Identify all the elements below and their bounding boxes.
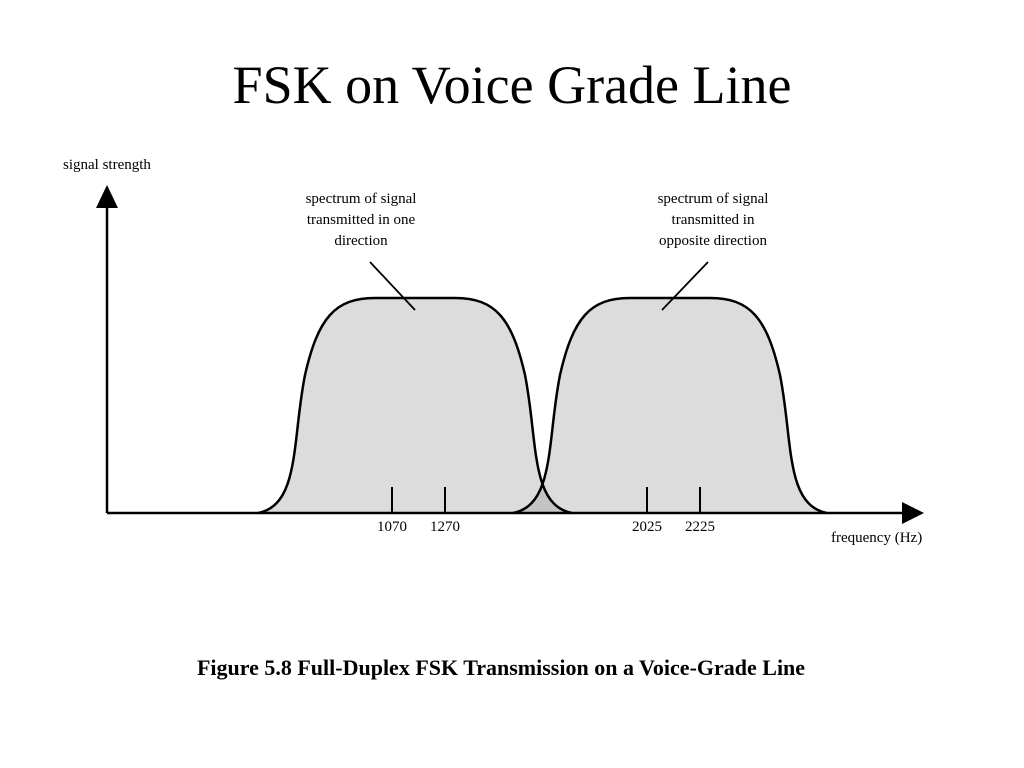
callout-right-line-3: opposite direction: [659, 233, 767, 249]
spectrum-right: [513, 298, 827, 513]
y-axis-arrow: [96, 185, 118, 208]
spectrum-right-outline: [512, 296, 828, 515]
spectrum-left-outline: [257, 296, 573, 515]
tick-label-1070: 1070: [377, 519, 407, 535]
x-axis-arrow: [902, 502, 924, 524]
callout-left-line-3: direction: [334, 233, 388, 249]
callout-right-line-1: spectrum of signal: [658, 191, 769, 207]
callout-left-leader: [369, 261, 416, 311]
callout-left-line-1: spectrum of signal: [306, 191, 417, 207]
x-axis-label: frequency (Hz): [831, 530, 922, 546]
callout-left-line-2: transmitted in one: [307, 212, 416, 228]
slide-title: FSK on Voice Grade Line: [232, 55, 792, 115]
tick-label-2225: 2225: [685, 519, 715, 535]
figure-caption: Figure 5.8 Full-Duplex FSK Transmission …: [196, 655, 806, 680]
tick-label-1270: 1270: [430, 519, 460, 535]
callout-right-leader: [661, 261, 709, 311]
callout-right-line-2: transmitted in: [672, 212, 755, 228]
spectrum-left: [258, 298, 572, 513]
y-axis-label: signal strength: [63, 157, 151, 173]
tick-label-2025: 2025: [632, 519, 662, 535]
